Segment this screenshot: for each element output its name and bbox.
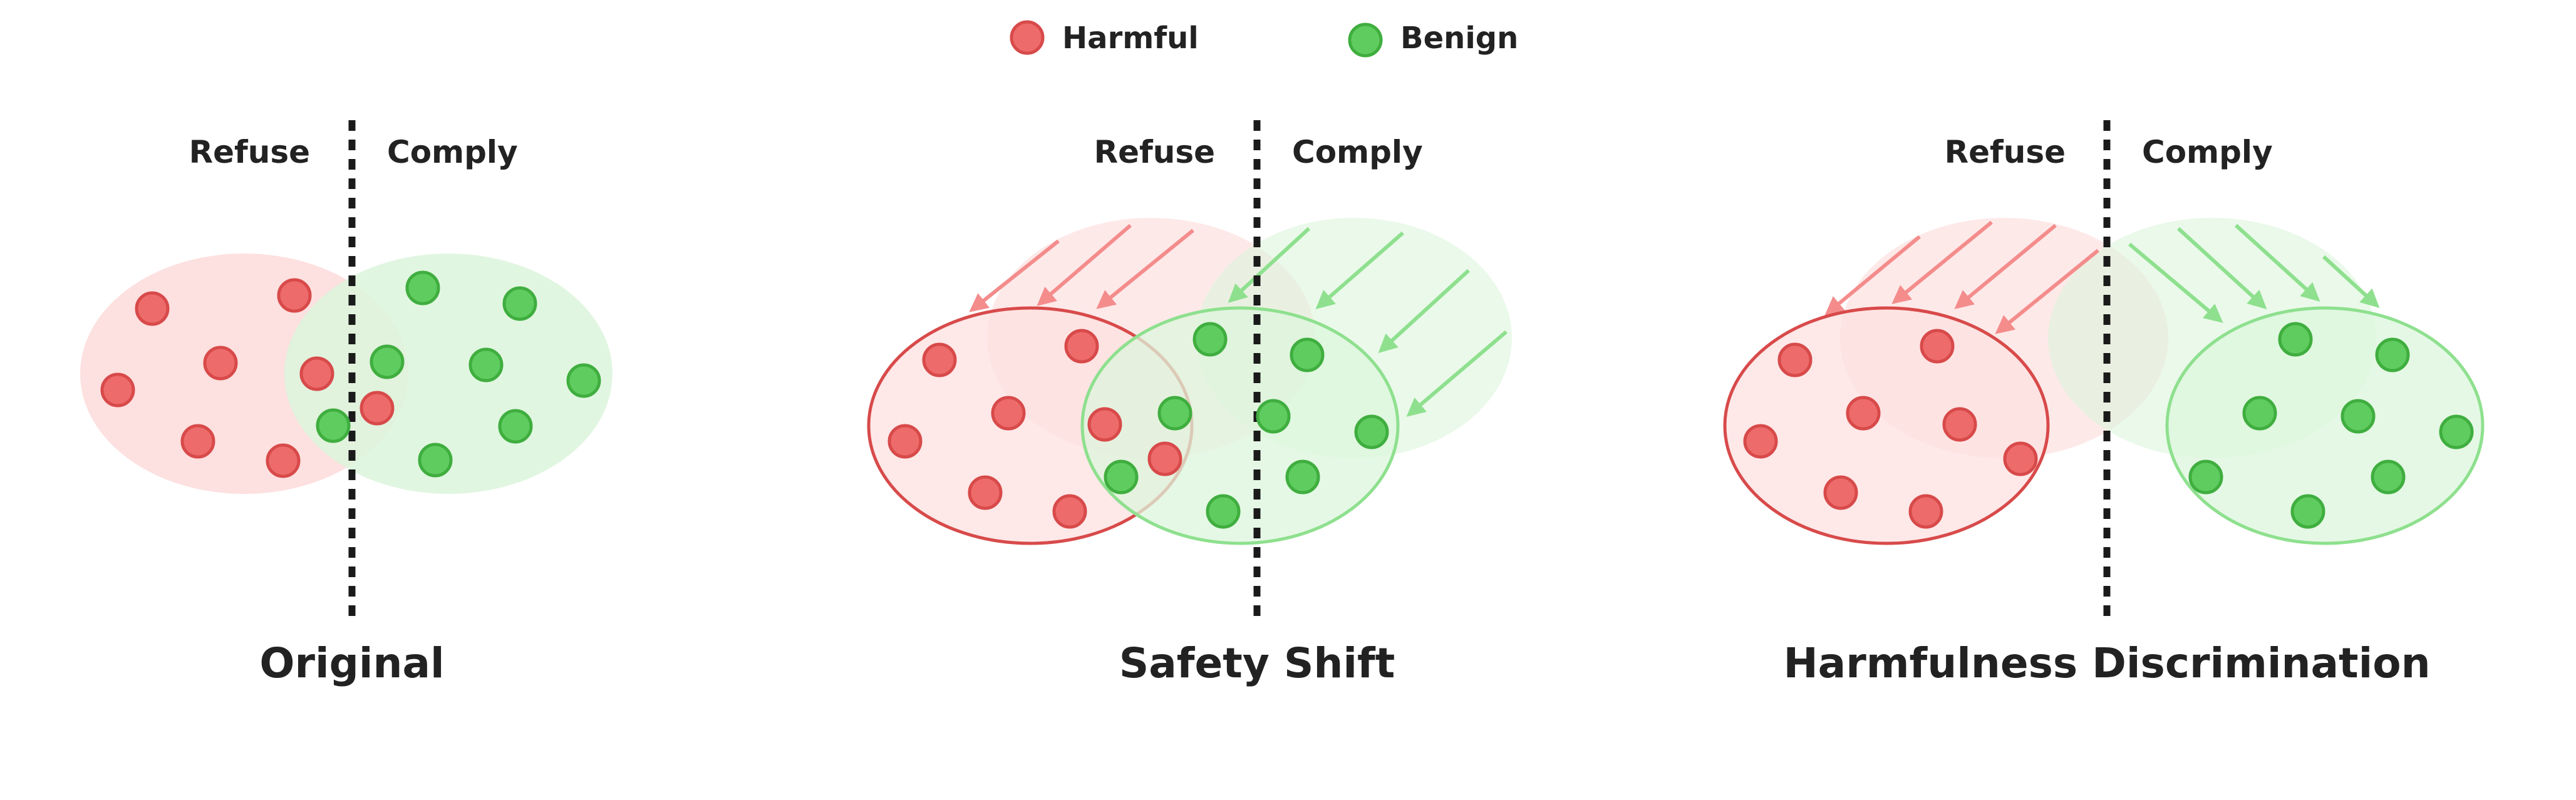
separation-arrow (1954, 223, 2057, 309)
benign-point (502, 286, 537, 321)
panel-title: Safety Shift (1119, 639, 1395, 687)
refuse-label: Refuse (189, 134, 310, 170)
legend-harmful-dot (1010, 20, 1045, 55)
harmful-points (887, 329, 1182, 529)
harmful-point (1777, 342, 1813, 377)
benign-point (2341, 399, 2376, 434)
benign-point (468, 347, 504, 382)
benign-cloud-separated (2165, 306, 2485, 545)
legend-harmful-label: Harmful (1062, 21, 1199, 56)
separation-arrow (1824, 235, 1921, 315)
harmful-point (991, 396, 1026, 431)
harmful-point (1942, 407, 1977, 442)
shift-arrows-benign (1228, 227, 1508, 417)
benign-point (2290, 494, 2325, 529)
shift-arrow (1378, 269, 1471, 354)
harmful-point (922, 342, 957, 377)
benign-point (498, 409, 533, 444)
benign-point (1290, 337, 1325, 372)
benign-point (316, 408, 351, 443)
legend: Harmful Benign (1010, 20, 1518, 58)
benign-point (370, 344, 405, 379)
benign-point (1354, 414, 1389, 449)
benign-point (2278, 322, 2313, 357)
benign-point (1157, 396, 1192, 431)
benign-point (2188, 459, 2223, 495)
benign-point (566, 363, 601, 398)
harmful-point (100, 372, 135, 408)
panel-harmfulness-discrimination: Refuse Comply (1723, 120, 2485, 687)
shift-arrow (1406, 330, 1508, 417)
harmful-points (1743, 329, 2038, 529)
harmful-point (2003, 441, 2038, 476)
harmful-point (1743, 424, 1778, 459)
benign-cloud-shifted (1080, 306, 1400, 545)
harmful-point (1846, 396, 1881, 431)
separation-arrow (2176, 227, 2267, 310)
shift-arrows-harmful (969, 223, 1194, 312)
harmful-point (1908, 494, 1943, 529)
harmful-point (180, 424, 215, 459)
harmful-point (277, 278, 312, 313)
harmful-point (203, 346, 238, 381)
harmful-point (1823, 475, 1858, 510)
harmful-point (266, 443, 301, 478)
separation-arrows-benign (2128, 223, 2380, 323)
benign-points (1104, 322, 1389, 529)
benign-point (2439, 414, 2474, 449)
harmful-point (299, 356, 334, 391)
benign-point (1192, 322, 1228, 357)
harmful-cloud-separated (1723, 306, 2050, 545)
harmful-point (1920, 329, 1955, 364)
harmful-point (1147, 441, 1182, 476)
benign-point (2242, 396, 2277, 431)
benign-point (1256, 399, 1291, 434)
benign-point (1206, 494, 1241, 529)
harmful-point (1052, 494, 1087, 529)
comply-label: Comply (387, 134, 518, 170)
shift-arrow (969, 239, 1060, 312)
benign-point (2371, 459, 2406, 495)
shift-arrow (1228, 227, 1311, 304)
benign-point (418, 443, 453, 478)
harmful-point (135, 291, 170, 326)
separation-arrow (1891, 220, 1993, 304)
comply-label: Comply (2142, 134, 2273, 170)
panel-title: Harmfulness Discrimination (1783, 639, 2430, 687)
separation-arrow (1995, 249, 2099, 334)
refuse-label: Refuse (1094, 134, 1215, 170)
harmful-point (360, 391, 395, 426)
separation-arrow (2128, 242, 2223, 323)
benign-point (2375, 337, 2410, 372)
benign-point (1285, 459, 1320, 495)
panel-safety-shift: Refuse Comply (867, 120, 1512, 687)
harmful-point (887, 424, 923, 459)
benign-points (316, 270, 601, 478)
benign-point (405, 270, 440, 305)
panel-title: Original (259, 639, 444, 687)
shift-arrow (1315, 231, 1404, 309)
panel-original: Refuse Comply (80, 120, 613, 687)
separation-arrows-harmful (1824, 220, 2099, 334)
separation-arrow (2322, 255, 2380, 309)
comply-label: Comply (1292, 134, 1423, 170)
refuse-label: Refuse (1945, 134, 2066, 170)
harmful-point (1087, 407, 1122, 442)
shift-arrow (1096, 228, 1194, 309)
benign-points (2188, 322, 2474, 529)
harmful-point (1064, 329, 1099, 364)
benign-point (1104, 459, 1139, 495)
separation-arrow (2234, 223, 2320, 302)
harmful-point (968, 475, 1003, 510)
legend-benign-dot (1348, 23, 1383, 58)
shift-arrow (1037, 223, 1132, 306)
legend-benign-label: Benign (1400, 21, 1518, 56)
harmful-points (100, 278, 395, 478)
